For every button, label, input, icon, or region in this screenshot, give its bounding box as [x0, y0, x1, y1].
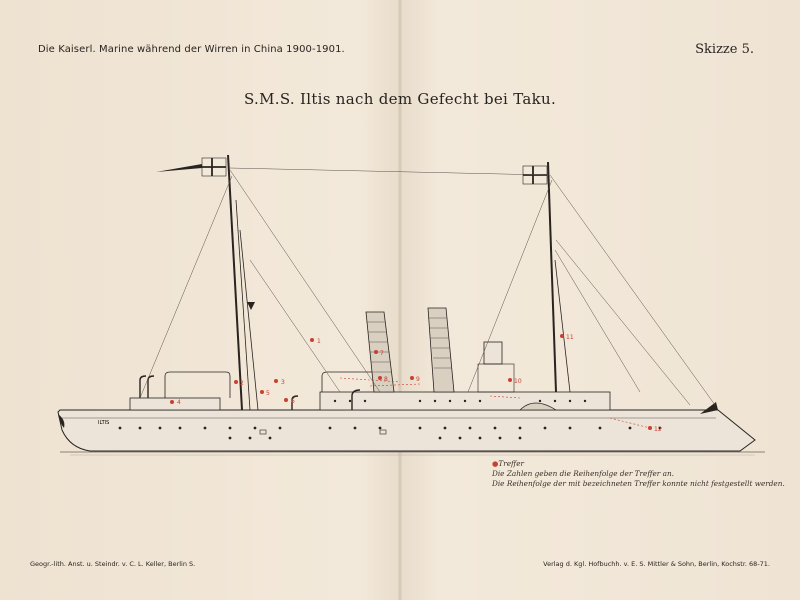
- hit-marker: 7: [374, 350, 384, 357]
- hit-marker: 6: [284, 398, 295, 405]
- svg-text:8: 8: [384, 376, 388, 383]
- stern-ornament: [58, 414, 65, 428]
- svg-text:4: 4: [177, 399, 181, 406]
- hit-marker: 11: [560, 334, 574, 341]
- legend-hit-dot: ●: [492, 459, 499, 468]
- hit-markers: 1 2 3 4 5 6 7 8 9 10 11 12: [170, 334, 662, 433]
- legend: ●Treffer Die Zahlen geben die Reihenfolg…: [492, 459, 785, 489]
- forward-gun: [519, 402, 558, 411]
- bow-ornament: [700, 402, 718, 414]
- hull: [57, 409, 756, 452]
- svg-text:2: 2: [240, 380, 244, 387]
- legend-hits-row: ●Treffer: [492, 459, 785, 469]
- pennant: [156, 164, 202, 172]
- forward-mast: [547, 161, 571, 393]
- deckhouse-portholes: [333, 399, 587, 403]
- svg-text:12: 12: [654, 426, 662, 433]
- hull-name: ILTIS: [98, 420, 109, 426]
- hull-window: [379, 429, 387, 435]
- series-title: Die Kaiserl. Marine während der Wirren i…: [38, 44, 345, 55]
- aft-ensign: [201, 157, 227, 177]
- ventilators: [139, 375, 361, 410]
- hit-marker: 3: [274, 379, 285, 386]
- legend-order-note: Die Zahlen geben die Reihenfolge der Tre…: [492, 469, 674, 478]
- svg-text:11: 11: [566, 334, 574, 341]
- plate-title: S.M.S. Iltis nach dem Gefecht bei Taku.: [243, 90, 557, 108]
- funnel-aft: [365, 311, 395, 393]
- hit-marker: 5: [260, 390, 270, 397]
- svg-text:3: 3: [281, 379, 285, 386]
- hull-window: [259, 429, 267, 435]
- page-fold: [398, 0, 402, 600]
- bridge-frame: [477, 363, 515, 393]
- publisher-credit: Verlag d. Kgl. Hofbuchh. v. E. S. Mittle…: [543, 560, 770, 568]
- hit-marker: 8: [378, 376, 388, 383]
- aft-mast: [227, 154, 259, 411]
- hull-portholes: [118, 426, 662, 440]
- aft-deckhouse: [129, 397, 221, 411]
- sketch-number: Skizze 5.: [695, 42, 754, 57]
- hit-marker: 4: [170, 399, 181, 406]
- funnel-forward: [427, 307, 455, 393]
- svg-text:10: 10: [514, 378, 522, 385]
- svg-text:1: 1: [317, 338, 321, 345]
- legend-hits-label: Treffer: [498, 459, 525, 468]
- svg-text:7: 7: [380, 350, 384, 357]
- hit-marker: 1: [310, 338, 321, 345]
- svg-text:5: 5: [266, 390, 270, 397]
- hit-marker: 10: [508, 378, 522, 385]
- hit-trajectories: [339, 377, 651, 429]
- hit-marker: 9: [410, 376, 420, 383]
- rigging: [139, 167, 716, 406]
- small-flag: [247, 302, 255, 310]
- lithographer-credit: Geogr.-lith. Anst. u. Steindr. v. C. L. …: [30, 560, 196, 568]
- svg-text:9: 9: [416, 376, 420, 383]
- legend-unknown-order-note: Die Reihenfolge der mit bezeichneten Tre…: [492, 479, 785, 488]
- hit-marker: 2: [234, 380, 244, 387]
- svg-text:6: 6: [291, 398, 295, 405]
